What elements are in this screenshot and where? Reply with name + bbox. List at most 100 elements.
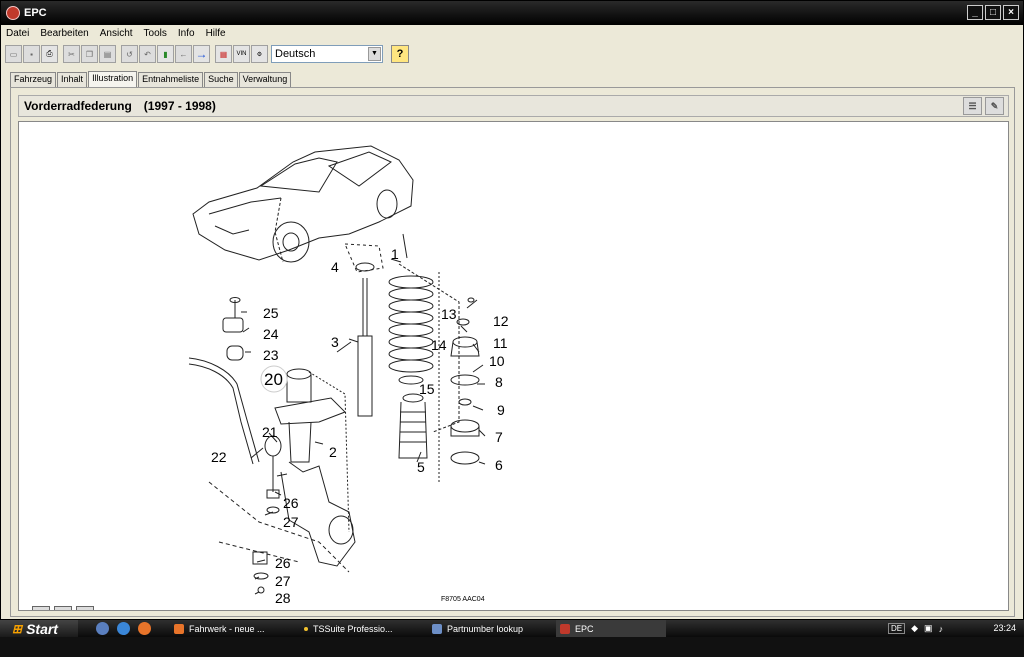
callout-25[interactable]: 25 <box>263 305 279 321</box>
callout-14[interactable]: 14 <box>431 337 447 353</box>
callout-1[interactable]: 1 <box>391 246 399 262</box>
diamond-icon[interactable]: ◆ <box>911 623 919 633</box>
callout-22[interactable]: 22 <box>211 449 227 465</box>
zoom-controls: ⊕ ⊖ ▣ <box>32 606 94 610</box>
callout-4[interactable]: 4 <box>331 259 339 275</box>
illustration-panel: Vorderradfederung (1997 - 1998) ☰ ✎ <box>10 87 1015 617</box>
callout-7[interactable]: 7 <box>495 429 503 445</box>
strut-assembly <box>274 368 356 567</box>
illustration-code: F8705 AAC04 <box>441 596 485 603</box>
menu-datei[interactable]: Datei <box>6 27 30 39</box>
network-icon[interactable]: ▣ <box>924 623 933 633</box>
clock[interactable]: 23:24 <box>993 623 1016 633</box>
callout-9[interactable]: 9 <box>497 402 505 418</box>
tab-entnahmeliste[interactable]: Entnahmeliste <box>138 72 204 87</box>
callout-23[interactable]: 23 <box>263 347 279 363</box>
minimize-button[interactable]: _ <box>967 5 983 20</box>
desktop-icon[interactable] <box>96 622 109 635</box>
callout-10[interactable]: 10 <box>489 353 505 369</box>
language-select-value: Deutsch <box>275 48 316 60</box>
keyboard-language[interactable]: DE <box>888 623 906 634</box>
internet-explorer-icon[interactable] <box>117 622 130 635</box>
tab-suche[interactable]: Suche <box>204 72 238 87</box>
illustration-canvas[interactable]: 1 2 3 4 5 6 7 8 9 10 11 12 13 14 15 20 2 <box>18 121 1009 611</box>
toolbar: ▭ ▪ ⎙ ✂ ❐ ▤ ↺ ↶ ▮ ← → ▦ VIN ⚙ Deutsch ▼ … <box>5 43 409 65</box>
callout-24[interactable]: 24 <box>263 326 279 342</box>
callout-20[interactable]: 20 <box>264 370 283 389</box>
callout-20-ring <box>260 365 288 393</box>
copy-icon[interactable]: ❐ <box>81 45 98 63</box>
document-icon <box>432 623 442 634</box>
system-tray: DE ◆ ▣ ♪ 23:24 <box>884 620 1024 637</box>
undo-icon[interactable]: ↶ <box>139 45 156 63</box>
callout-2[interactable]: 2 <box>329 444 337 460</box>
app-logo-icon <box>6 6 20 20</box>
forward-arrow-icon[interactable]: → <box>193 45 210 63</box>
tab-inhalt[interactable]: Inhalt <box>57 72 88 87</box>
zoom-fit-icon[interactable]: ▣ <box>76 606 94 610</box>
callout-6[interactable]: 6 <box>495 457 503 473</box>
callout-11[interactable]: 11 <box>493 335 508 351</box>
volume-icon[interactable]: ♪ <box>938 623 944 634</box>
tab-fahrzeug[interactable]: Fahrzeug <box>10 72 57 87</box>
start-button[interactable]: ⊞ Start <box>0 620 78 637</box>
menu-ansicht[interactable]: Ansicht <box>99 27 133 39</box>
open-icon[interactable]: ▭ <box>5 45 22 63</box>
zoom-in-icon[interactable]: ⊕ <box>32 606 50 610</box>
menu-hilfe[interactable]: Hilfe <box>205 27 226 39</box>
help-button[interactable]: ? <box>391 45 409 63</box>
callout-27a[interactable]: 27 <box>283 514 299 530</box>
chevron-down-icon[interactable]: ▼ <box>368 47 381 61</box>
callout-27b[interactable]: 27 <box>275 573 291 589</box>
task-fahrwerk[interactable]: Fahrwerk - neue ... <box>170 620 296 637</box>
task-epc[interactable]: EPC <box>556 620 666 637</box>
menu-info[interactable]: Info <box>177 27 195 39</box>
callout-5[interactable]: 5 <box>417 459 425 475</box>
cut-icon[interactable]: ✂ <box>63 45 80 63</box>
callout-15[interactable]: 15 <box>419 381 435 397</box>
tab-verwaltung[interactable]: Verwaltung <box>238 72 292 87</box>
task-partnumber-lookup[interactable]: Partnumber lookup <box>428 620 538 637</box>
tab-illustration[interactable]: Illustration <box>88 71 138 88</box>
reset-icon[interactable]: ↺ <box>121 45 138 63</box>
show-parts-icon[interactable]: ☰ <box>963 97 982 115</box>
parts-list-icon[interactable]: ▦ <box>215 45 232 63</box>
paste-icon[interactable]: ▤ <box>99 45 116 63</box>
epc-icon <box>560 623 570 634</box>
illustration-header: Vorderradfederung (1997 - 1998) ☰ ✎ <box>18 95 1009 117</box>
menu-tools[interactable]: Tools <box>143 27 167 39</box>
bump-stop-boot <box>398 393 428 459</box>
illustration-years: (1997 - 1998) <box>143 99 216 113</box>
upper-mount-stack <box>438 272 480 482</box>
callout-13[interactable]: 13 <box>441 306 457 322</box>
vin-button[interactable]: VIN <box>233 45 250 63</box>
task-label: Partnumber lookup <box>447 623 524 634</box>
language-select[interactable]: Deutsch ▼ <box>271 45 383 63</box>
edit-note-icon[interactable]: ✎ <box>985 97 1004 115</box>
print-icon[interactable]: ⎙ <box>41 45 58 63</box>
car-outline <box>192 145 414 263</box>
callout-3[interactable]: 3 <box>331 334 339 350</box>
illustration-title: Vorderradfederung <box>24 99 132 113</box>
bookmark-icon[interactable]: ▮ <box>157 45 174 63</box>
coil-spring <box>388 263 460 433</box>
callout-12[interactable]: 12 <box>493 313 509 329</box>
subframe-outline <box>208 481 350 573</box>
quick-launch <box>96 622 151 635</box>
maximize-button[interactable]: □ <box>985 5 1001 20</box>
save-icon[interactable]: ▪ <box>23 45 40 63</box>
callout-26b[interactable]: 26 <box>275 555 291 571</box>
back-arrow-icon[interactable]: ← <box>175 45 192 63</box>
callout-8[interactable]: 8 <box>495 374 503 390</box>
task-tssuite[interactable]: TSSuite Professio... <box>300 620 426 637</box>
close-button[interactable]: × <box>1003 5 1019 20</box>
task-label: TSSuite Professio... <box>313 623 393 634</box>
firefox-icon[interactable] <box>138 622 151 635</box>
callout-28[interactable]: 28 <box>275 590 291 606</box>
menu-bearbeiten[interactable]: Bearbeiten <box>40 27 89 39</box>
menu-bar: Datei Bearbeiten Ansicht Tools Info Hilf… <box>1 25 1023 41</box>
callout-21[interactable]: 21 <box>262 424 278 440</box>
zoom-out-icon[interactable]: ⊖ <box>54 606 72 610</box>
callout-26a[interactable]: 26 <box>283 495 299 511</box>
options-icon[interactable]: ⚙ <box>251 45 268 63</box>
